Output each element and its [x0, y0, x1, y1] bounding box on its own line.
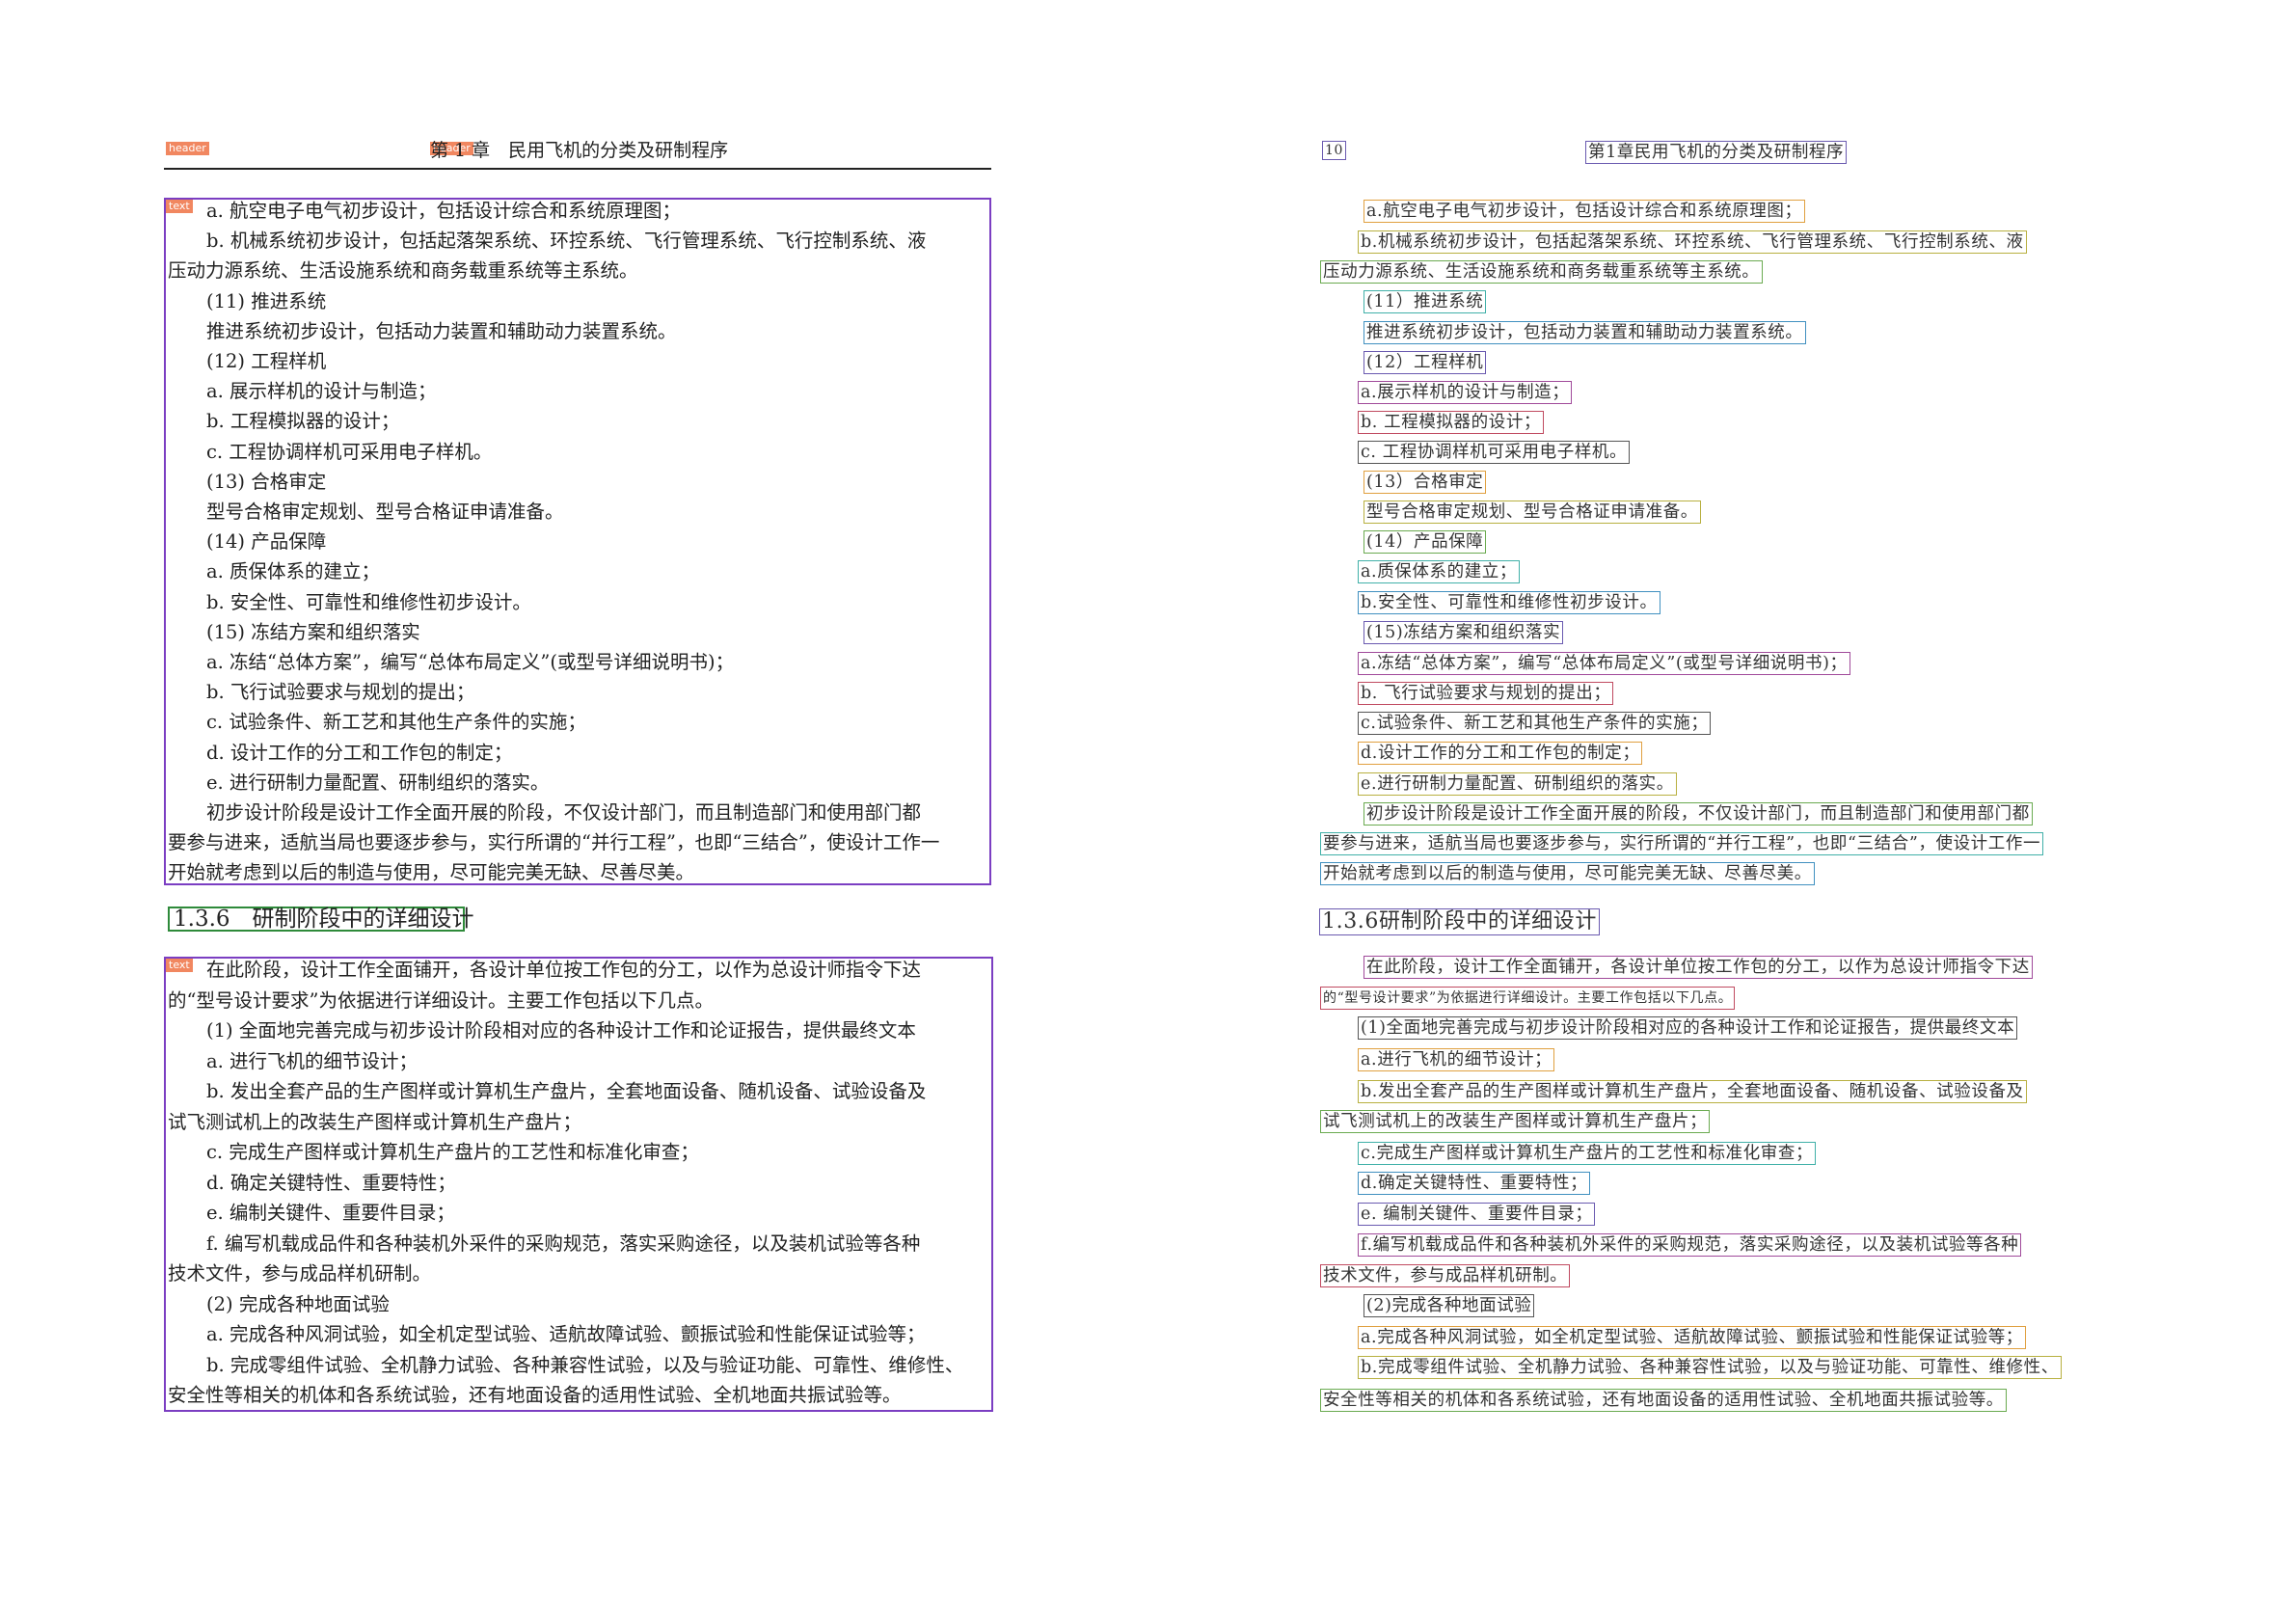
text-block-1: a. 航空电子电气初步设计，包括设计综合和系统原理图； b. 机械系统初步设计，包… [164, 198, 991, 885]
right-text-line: b.机械系统初步设计，包括起落架系统、环控系统、飞行管理系统、飞行控制系统、液 [1358, 230, 2027, 254]
page-number: 10 [1322, 141, 1347, 160]
right-text-line: (12）工程样机 [1364, 351, 1487, 374]
block2-line: e. 编制关键件、重要件目录； [206, 1202, 455, 1224]
right-text-line: f.编写机载成品件和各种装机外采件的采购规范，落实采购途径，以及装机试验等各种 [1358, 1233, 2022, 1257]
block1-line: c. 工程协调样机可采用电子样机。 [206, 440, 493, 463]
block1-line: (11) 推进系统 [206, 289, 327, 312]
block1-line: 初步设计阶段是设计工作全面开展的阶段，不仅设计部门，而且制造部门和使用部门都 [206, 801, 922, 824]
right-text-line: 初步设计阶段是设计工作全面开展的阶段，不仅设计部门，而且制造部门和使用部门都 [1364, 802, 2033, 826]
right-text-line: b. 工程模拟器的设计； [1358, 411, 1545, 434]
block1-line: b. 安全性、可靠性和维修性初步设计。 [206, 590, 531, 613]
block1-line: b. 机械系统初步设计，包括起落架系统、环控系统、飞行管理系统、飞行控制系统、液 [206, 230, 927, 253]
right-text-line: 型号合格审定规划、型号合格证申请准备。 [1364, 501, 1701, 524]
right-text-line: 压动力源系统、生活设施系统和商务载重系统等主系统。 [1320, 260, 1763, 284]
block1-line: b. 飞行试验要求与规划的提出； [206, 681, 475, 704]
text-tag-1: text [166, 200, 193, 213]
block2-line: a. 完成各种风洞试验，如全机定型试验、适航故障试验、颤振试验和性能保证试验等； [206, 1323, 926, 1345]
right-text-line: (15)冻结方案和组织落实 [1364, 621, 1564, 644]
right-text-line: 开始就考虑到以后的制造与使用，尽可能完美无缺、尽善尽美。 [1320, 862, 1815, 885]
block2-line: 安全性等相关的机体和各系统试验，还有地面设备的适用性试验、全机地面共振试验等。 [168, 1384, 902, 1406]
right-header-title: 第1章民用飞机的分类及研制程序 [1585, 141, 1848, 164]
right-text-line: d.设计工作的分工和工作包的制定； [1358, 742, 1643, 765]
block1-line: c. 试验条件、新工艺和其他生产条件的实施； [206, 711, 586, 734]
block1-line: (13) 合格审定 [206, 470, 327, 493]
right-text-line: a.质保体系的建立； [1358, 560, 1520, 583]
block2-line: 试飞测试机上的改装生产图样或计算机生产盘片； [168, 1110, 582, 1133]
right-text-line: b.发出全套产品的生产图样或计算机生产盘片，全套地面设备、随机设备、试验设备及 [1358, 1080, 2027, 1103]
block1-line: 要参与进来，适航当局也要逐步参与，实行所谓的“并行工程”，也即“三结合”，使设计… [168, 831, 940, 854]
right-text-line: a.展示样机的设计与制造； [1358, 381, 1573, 404]
title-tag: header [430, 142, 473, 155]
block2-line: d. 确定关键特性、重要特性； [206, 1171, 456, 1194]
block2-line: a. 进行飞机的细节设计； [206, 1049, 418, 1072]
right-section-title: 1.3.6研制阶段中的详细设计 [1319, 908, 1600, 935]
right-text-line: 推进系统初步设计，包括动力装置和辅助动力装置系统。 [1364, 321, 1806, 344]
block1-line: d. 设计工作的分工和工作包的制定； [206, 741, 513, 764]
right-text-line: (11）推进系统 [1364, 290, 1487, 313]
text-tag-2: text [166, 959, 193, 972]
block1-line: (14) 产品保障 [206, 530, 327, 554]
text-block-2: 在此阶段，设计工作全面铺开，各设计单位按工作包的分工，以作为总设计师指令下达的“… [164, 957, 993, 1412]
block2-line: 在此阶段，设计工作全面铺开，各设计单位按工作包的分工，以作为总设计师指令下达 [206, 959, 922, 981]
block2-line: 技术文件，参与成品样机研制。 [168, 1262, 432, 1285]
block2-line: b. 完成零组件试验、全机静力试验、各种兼容性试验，以及与验证功能、可靠性、维修… [206, 1353, 964, 1376]
right-text-line: 安全性等相关的机体和各系统试验，还有地面设备的适用性试验、全机地面共振试验等。 [1320, 1389, 2007, 1412]
right-text-line: (1)全面地完善完成与初步设计阶段相对应的各种设计工作和论证报告，提供最终文本 [1358, 1016, 2018, 1040]
section-title: 1.3.6 研制阶段中的详细设计 [168, 907, 474, 932]
right-text-line: (2)完成各种地面试验 [1364, 1294, 1535, 1317]
right-text-line: c. 工程协调样机可采用电子样机。 [1358, 441, 1631, 464]
right-text-line: 要参与进来，适航当局也要逐步参与，实行所谓的“并行工程”，也即“三结合”，使设计… [1320, 832, 2044, 855]
page-header-title: 第 1 章 民用飞机的分类及研制程序 [430, 140, 729, 161]
block1-line: a. 航空电子电气初步设计，包括设计综合和系统原理图； [206, 200, 682, 222]
right-text-line: e. 编制关键件、重要件目录； [1358, 1203, 1596, 1226]
block1-line: 压动力源系统、生活设施系统和商务载重系统等主系统。 [168, 259, 638, 283]
right-text-line: a.冻结“总体方案”，编写“总体布局定义”(或型号详细说明书)； [1358, 652, 1850, 675]
block1-line: 推进系统初步设计，包括动力装置和辅助动力装置系统。 [206, 319, 677, 342]
right-text-line: e.进行研制力量配置、研制组织的落实。 [1358, 772, 1677, 796]
right-text-line: b.完成零组件试验、全机静力试验、各种兼容性试验，以及与验证功能、可靠性、维修性… [1358, 1356, 2062, 1379]
block2-line: 的“型号设计要求”为依据进行详细设计。主要工作包括以下几点。 [168, 988, 714, 1012]
right-text-line: d.确定关键特性、重要特性； [1358, 1172, 1591, 1195]
block2-line: (2) 完成各种地面试验 [206, 1292, 390, 1315]
header-tag: header [166, 142, 209, 155]
block1-line: b. 工程模拟器的设计； [206, 410, 400, 433]
right-text-line: a.完成各种风洞试验，如全机定型试验、适航故障试验、颤振试验和性能保证试验等； [1358, 1326, 2026, 1349]
block1-line: a. 冻结“总体方案”，编写“总体布局定义”(或型号详细说明书)； [206, 651, 735, 673]
right-text-line: c.完成生产图样或计算机生产盘片的工艺性和标准化审查； [1358, 1142, 1817, 1165]
block1-line: a. 展示样机的设计与制造； [206, 380, 437, 403]
right-text-line: b.安全性、可靠性和维修性初步设计。 [1358, 591, 1660, 614]
block1-line: 开始就考虑到以后的制造与使用，尽可能完美无缺、尽善尽美。 [168, 861, 695, 884]
block2-line: (1) 全面地完善完成与初步设计阶段相对应的各种设计工作和论证报告，提供最终文本 [206, 1019, 916, 1042]
block1-line: (12) 工程样机 [206, 350, 327, 372]
block1-line: 型号合格审定规划、型号合格证申请准备。 [206, 501, 564, 523]
block1-line: (15) 冻结方案和组织落实 [206, 620, 420, 643]
block1-line: a. 质保体系的建立； [206, 560, 381, 583]
block2-line: b. 发出全套产品的生产图样或计算机生产盘片，全套地面设备、随机设备、试验设备及 [206, 1080, 927, 1102]
header-rule [164, 168, 991, 170]
block2-line: c. 完成生产图样或计算机生产盘片的工艺性和标准化审查； [206, 1141, 699, 1163]
right-text-line: a.进行飞机的细节设计； [1358, 1048, 1555, 1071]
right-text-line: (14）产品保障 [1364, 530, 1487, 554]
right-text-line: b. 飞行试验要求与规划的提出； [1358, 682, 1614, 705]
block2-line: f. 编写机载成品件和各种装机外采件的采购规范，落实采购途径，以及装机试验等各种 [206, 1232, 921, 1255]
right-text-line: 的“型号设计要求”为依据进行详细设计。主要工作包括以下几点。 [1320, 987, 1736, 1010]
right-text-line: (13）合格审定 [1364, 471, 1487, 494]
block1-line: e. 进行研制力量配置、研制组织的落实。 [206, 771, 550, 794]
right-text-line: 在此阶段，设计工作全面铺开，各设计单位按工作包的分工，以作为总设计师指令下达 [1364, 956, 2033, 979]
right-text-line: a.航空电子电气初步设计，包括设计综合和系统原理图； [1364, 200, 1805, 223]
right-text-line: 技术文件，参与成品样机研制。 [1320, 1264, 1571, 1287]
right-text-line: c.试验条件、新工艺和其他生产条件的实施； [1358, 712, 1712, 735]
right-text-line: 试飞测试机上的改装生产图样或计算机生产盘片； [1320, 1110, 1711, 1133]
